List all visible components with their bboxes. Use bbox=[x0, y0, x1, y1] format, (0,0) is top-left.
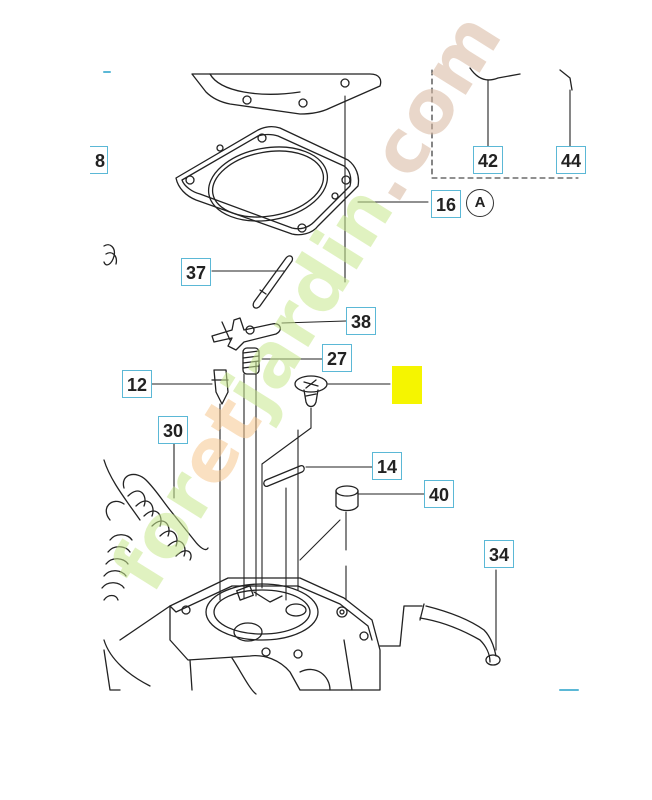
screw-part bbox=[294, 375, 391, 408]
callout-38[interactable]: 38 bbox=[346, 307, 376, 335]
left-edge-parts bbox=[103, 71, 118, 266]
callout-27[interactable]: 27 bbox=[322, 344, 352, 372]
pin-part-14 bbox=[263, 464, 375, 488]
reference-box-a bbox=[431, 67, 579, 179]
callout-37[interactable]: 37 bbox=[181, 258, 211, 286]
callout-30[interactable]: 30 bbox=[158, 416, 188, 444]
callout-42[interactable]: 42 bbox=[473, 146, 503, 174]
spring-lower-left bbox=[101, 459, 141, 601]
callout-left-edge[interactable]: 8 bbox=[90, 146, 108, 174]
carburetor-body bbox=[103, 577, 381, 695]
highlight-marker bbox=[392, 366, 422, 404]
fuel-line-part-34 bbox=[379, 569, 501, 666]
callout-44[interactable]: 44 bbox=[556, 146, 586, 174]
gasket-part-16 bbox=[175, 126, 360, 236]
spring-part-30 bbox=[105, 443, 209, 561]
callout-16[interactable]: 16 bbox=[431, 190, 461, 218]
needle-part-12 bbox=[151, 369, 229, 405]
callout-40[interactable]: 40 bbox=[424, 480, 454, 508]
spring-part-27 bbox=[242, 347, 323, 375]
pin-part-37 bbox=[211, 255, 294, 309]
assembly-lines bbox=[219, 361, 347, 601]
reference-badge-a: A bbox=[466, 189, 494, 217]
upper-diaphragm bbox=[191, 73, 382, 115]
callout-14[interactable]: 14 bbox=[372, 452, 402, 480]
plug-part-40 bbox=[335, 485, 425, 512]
lever-part-38 bbox=[211, 317, 347, 351]
callout-34[interactable]: 34 bbox=[484, 540, 514, 568]
callout-12[interactable]: 12 bbox=[122, 370, 152, 398]
